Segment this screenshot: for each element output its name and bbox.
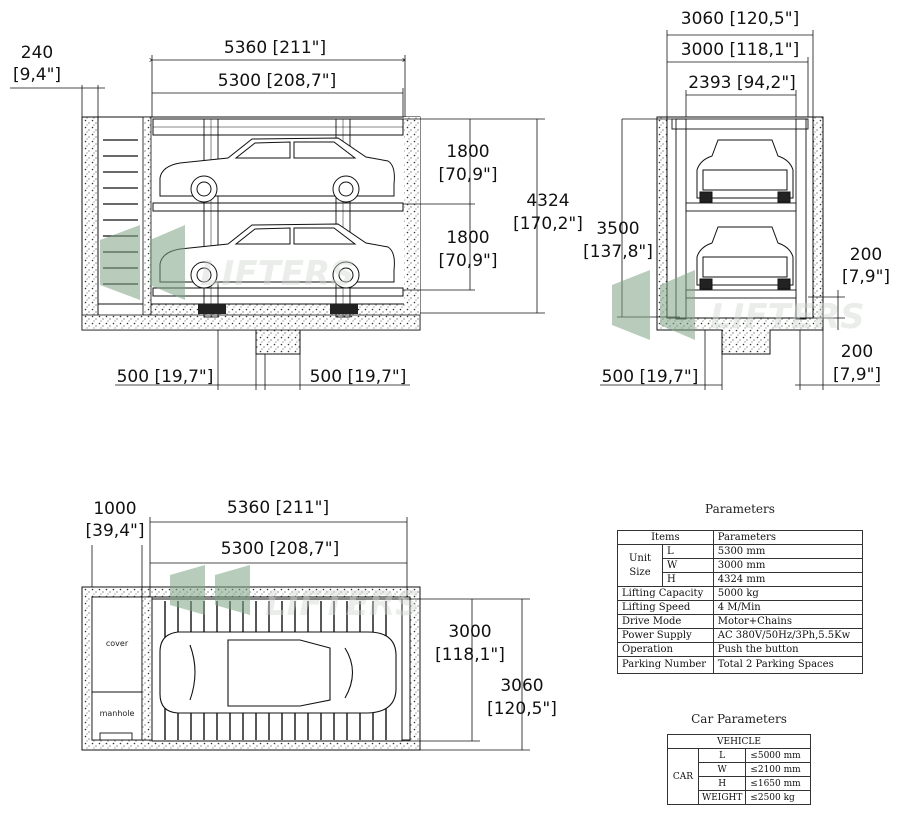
car-value: ≤1650 mm bbox=[745, 776, 811, 791]
front-pit-left: 500 [19,7"] bbox=[117, 367, 214, 387]
front-lower-level-in: [70,9"] bbox=[439, 251, 498, 271]
car-value: ≤2100 mm bbox=[745, 762, 811, 777]
front-lower-car bbox=[159, 223, 395, 289]
vehicle-header: VEHICLE bbox=[667, 734, 811, 749]
side-clear-width: 2393 [94,2"] bbox=[688, 73, 796, 93]
unit-size-value: 4324 mm bbox=[712, 572, 864, 587]
param-item: Operation bbox=[617, 642, 714, 657]
side-pit: 500 [19,7"] bbox=[602, 367, 699, 387]
front-dimensions bbox=[10, 55, 545, 390]
car-parameters-table: VEHICLE CAR L ≤5000 mm W ≤2100 mm H ≤165… bbox=[667, 734, 811, 805]
car-key: H bbox=[697, 776, 747, 791]
front-inner-width: 5300 [208,7"] bbox=[218, 71, 336, 91]
plan-inner-width: 5300 [208,7"] bbox=[221, 539, 339, 559]
unit-size-key: H bbox=[662, 572, 714, 587]
plan-left-in: [39,4"] bbox=[86, 521, 145, 541]
plan-top-width: 5360 [211"] bbox=[227, 498, 329, 518]
unit-size-key: W bbox=[662, 558, 714, 573]
param-value: Total 2 Parking Spaces bbox=[712, 656, 864, 674]
side-dimensions bbox=[600, 30, 880, 390]
plan-inner-depth: 3000 bbox=[448, 622, 491, 642]
front-pit-right: 500 [19,7"] bbox=[310, 367, 407, 387]
side-outer-width: 3060 [120,5"] bbox=[681, 9, 799, 29]
car-key: L bbox=[697, 748, 747, 763]
parameters-title: Parameters bbox=[705, 502, 775, 516]
manhole-label: manhole bbox=[100, 709, 135, 718]
front-upper-car bbox=[159, 137, 395, 203]
side-lower-car bbox=[696, 226, 794, 290]
param-item: Lifting Speed bbox=[617, 600, 714, 615]
car-value: ≤2500 kg bbox=[745, 790, 811, 805]
param-value: Motor+Chains bbox=[712, 614, 864, 629]
car-key: W bbox=[697, 762, 747, 777]
front-total-height: 4324 bbox=[526, 191, 569, 211]
plan-car bbox=[159, 631, 397, 714]
front-top-width: 5360 [211"] bbox=[224, 38, 326, 58]
front-upper-level-in: [70,9"] bbox=[439, 165, 498, 185]
car-label: CAR bbox=[667, 748, 699, 805]
plan-left: 1000 bbox=[93, 499, 136, 519]
side-right-bottom-in: [7,9"] bbox=[833, 365, 881, 385]
front-left-gap: 240 bbox=[21, 43, 53, 63]
cover-label: cover bbox=[106, 639, 129, 648]
car-parameters-title: Car Parameters bbox=[691, 712, 787, 726]
watermark-text-plan: LIFTERS bbox=[265, 584, 420, 624]
plan-outer-depth-in: [120,5"] bbox=[487, 699, 557, 719]
param-item: Drive Mode bbox=[617, 614, 714, 629]
unit-label: Unit bbox=[628, 552, 652, 564]
side-view bbox=[656, 116, 824, 355]
unit-size-cell: Unit Size bbox=[617, 544, 663, 587]
plan-dimensions bbox=[91, 517, 530, 751]
side-inner-width: 3000 [118,1"] bbox=[681, 40, 799, 60]
side-right-top-in: [7,9"] bbox=[842, 267, 890, 287]
plan-outer-depth: 3060 bbox=[500, 676, 543, 696]
watermark-text-front: LIFTERS bbox=[200, 254, 355, 294]
watermark-text-side: LIFTERS bbox=[710, 297, 865, 337]
side-upper-car bbox=[696, 139, 794, 203]
front-total-height-in: [170,2"] bbox=[513, 214, 583, 234]
param-value: 4 M/Min bbox=[712, 600, 864, 615]
watermark-logo: LIFTERS bbox=[612, 270, 865, 340]
watermark-logo: LIFTERS bbox=[170, 565, 420, 624]
unit-size-key: L bbox=[662, 544, 714, 559]
size-label: Size bbox=[629, 566, 651, 578]
front-lower-level: 1800 bbox=[446, 228, 489, 248]
header-parameters: Parameters bbox=[712, 530, 864, 545]
front-left-gap-in: [9,4"] bbox=[13, 65, 61, 85]
plan-view bbox=[81, 586, 421, 751]
plan-inner-depth-in: [118,1"] bbox=[435, 645, 505, 665]
front-view bbox=[81, 116, 421, 355]
front-upper-level: 1800 bbox=[446, 142, 489, 162]
car-value: ≤5000 mm bbox=[745, 748, 811, 763]
side-height: 3500 bbox=[596, 219, 639, 239]
unit-size-value: 5300 mm bbox=[712, 544, 864, 559]
side-height-in: [137,8"] bbox=[583, 242, 653, 262]
car-key: WEIGHT bbox=[697, 790, 747, 805]
watermark-logo: LIFTERS bbox=[100, 225, 355, 300]
param-item: Lifting Capacity bbox=[617, 586, 714, 601]
header-items: Items bbox=[617, 530, 714, 545]
param-value: 5000 kg bbox=[712, 586, 864, 601]
side-right-top: 200 bbox=[850, 245, 882, 265]
unit-size-value: 3000 mm bbox=[712, 558, 864, 573]
param-value: AC 380V/50Hz/3Ph,5.5Kw bbox=[712, 628, 864, 643]
parameters-table: Items Parameters Unit Size L 5300 mm W 3… bbox=[617, 530, 864, 674]
side-right-bottom: 200 bbox=[841, 342, 873, 362]
param-item: Power Supply bbox=[617, 628, 714, 643]
param-value: Push the button bbox=[712, 642, 864, 657]
param-item: Parking Number bbox=[617, 656, 714, 674]
